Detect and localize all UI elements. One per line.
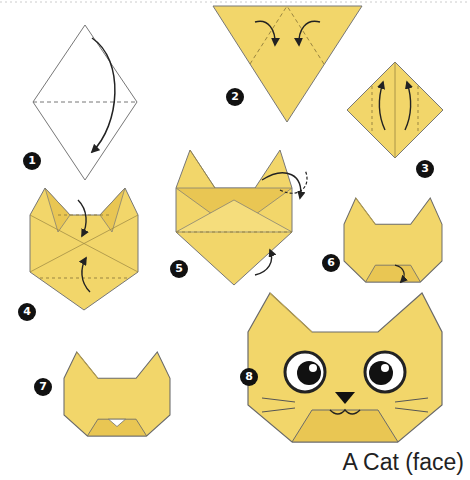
step-1-square <box>33 25 137 180</box>
step-6-fold <box>344 198 442 282</box>
callout-number: 4 <box>18 303 36 321</box>
callout-number: 5 <box>170 260 188 278</box>
callout-number: 8 <box>240 368 258 386</box>
step-4-fold <box>30 188 138 310</box>
step-2-triangle <box>213 6 362 122</box>
callout-number: 3 <box>416 160 434 178</box>
caption: A Cat (face) <box>343 449 464 476</box>
callout-number: 1 <box>23 152 41 170</box>
step-3-diamond <box>347 62 443 158</box>
step-5-fold <box>176 150 307 285</box>
step-7-face <box>64 352 170 436</box>
step-8-cat-face <box>248 293 442 442</box>
callout-number: 6 <box>322 254 340 272</box>
callout-number: 2 <box>226 88 244 106</box>
callout-number: 7 <box>34 378 52 396</box>
